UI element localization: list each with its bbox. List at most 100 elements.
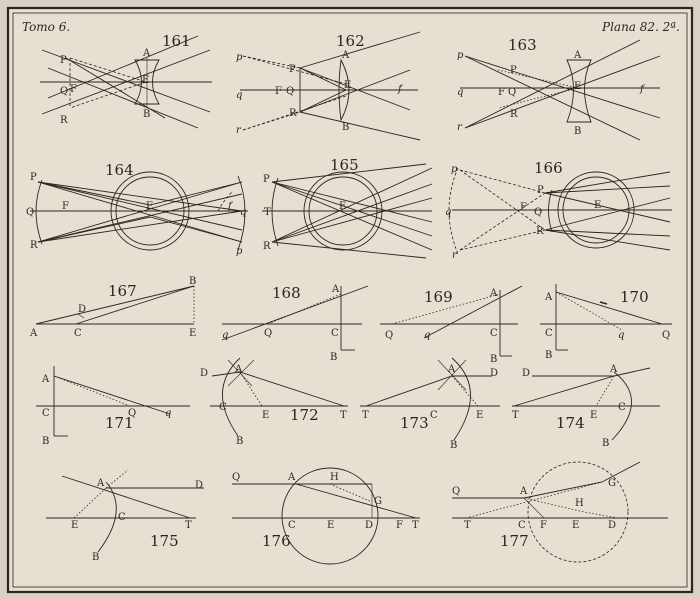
label-T: T bbox=[340, 410, 347, 421]
label-E: E bbox=[146, 201, 153, 212]
label-H: H bbox=[330, 472, 339, 483]
label-D: D bbox=[200, 368, 208, 379]
label-p: p bbox=[457, 50, 464, 61]
label-T: T bbox=[512, 410, 519, 421]
label-P: P bbox=[30, 172, 37, 183]
label-A: A bbox=[41, 374, 50, 385]
label-B: B bbox=[450, 440, 457, 451]
label-E: E bbox=[574, 81, 581, 92]
label-B: B bbox=[189, 276, 196, 287]
label-Q: Q bbox=[232, 472, 240, 483]
label-C: C bbox=[288, 520, 296, 531]
label-P: P bbox=[510, 65, 517, 76]
label-A: A bbox=[234, 364, 243, 375]
label-B: B bbox=[42, 436, 49, 447]
label-B: B bbox=[92, 552, 99, 563]
label-Q: Q bbox=[508, 87, 516, 98]
label-E: E bbox=[594, 200, 601, 211]
label-q: q bbox=[165, 408, 171, 419]
label-Q: Q bbox=[286, 86, 294, 97]
figure-164: 164 P Q R F E f q p bbox=[26, 161, 248, 257]
label-A: A bbox=[287, 472, 296, 483]
figure-162: 162 A B E P Q F R p q r f bbox=[236, 31, 421, 141]
label-R: R bbox=[30, 240, 38, 251]
label-q: q bbox=[236, 90, 242, 101]
label-P: P bbox=[60, 55, 67, 66]
label-G: G bbox=[374, 496, 382, 507]
label-q: q bbox=[457, 87, 463, 98]
label-B: B bbox=[236, 436, 243, 447]
label-R: R bbox=[536, 226, 544, 237]
label-C: C bbox=[74, 328, 82, 339]
label-P: P bbox=[289, 64, 296, 75]
label-C: C bbox=[331, 328, 339, 339]
label-r: r bbox=[236, 125, 242, 136]
figure-number: 168 bbox=[272, 284, 301, 302]
label-Q: Q bbox=[60, 86, 68, 97]
figure-number: 162 bbox=[336, 32, 365, 50]
label-H: H bbox=[575, 498, 584, 509]
label-A: A bbox=[447, 364, 456, 375]
label-F: F bbox=[62, 201, 69, 212]
label-C: C bbox=[518, 520, 526, 531]
label-F: F bbox=[498, 87, 505, 98]
label-q: q bbox=[240, 207, 246, 218]
label-E: E bbox=[142, 75, 149, 86]
label-Q: Q bbox=[264, 328, 272, 339]
figure-166: 166 p q r P Q R F E bbox=[445, 159, 672, 261]
label-q: q bbox=[618, 330, 624, 341]
figure-number: 170 bbox=[620, 288, 649, 306]
figure-number: 165 bbox=[330, 156, 359, 174]
figure-171: 171 A B C Q q bbox=[36, 366, 190, 447]
label-F: F bbox=[275, 86, 282, 97]
figure-number: 166 bbox=[534, 159, 563, 177]
label-f: f bbox=[397, 84, 404, 95]
label-E: E bbox=[344, 80, 351, 91]
label-C: C bbox=[545, 328, 553, 339]
label-F: F bbox=[70, 84, 77, 95]
plate-heading: Plana 82. 2ª. bbox=[601, 20, 680, 34]
label-q: q bbox=[424, 330, 430, 341]
label-D: D bbox=[522, 368, 530, 379]
figure-number: 172 bbox=[290, 406, 319, 424]
figure-number: 171 bbox=[105, 414, 134, 432]
label-C: C bbox=[618, 402, 626, 413]
label-E: E bbox=[71, 520, 78, 531]
figure-number: 177 bbox=[500, 532, 529, 550]
label-E: E bbox=[189, 328, 196, 339]
label-A: A bbox=[29, 328, 38, 339]
label-A: A bbox=[519, 486, 528, 497]
label-Q: Q bbox=[26, 207, 34, 218]
label-A: A bbox=[544, 292, 553, 303]
figure-163: 163 A B E P Q F R p q r f bbox=[457, 36, 661, 141]
figure-169: 169 A B C Q q bbox=[380, 285, 523, 365]
inner-border bbox=[12, 12, 688, 588]
label-T: T bbox=[412, 520, 419, 531]
label-R: R bbox=[510, 109, 518, 120]
figure-175: 175 A D E C T B bbox=[46, 469, 204, 563]
label-B: B bbox=[330, 352, 337, 363]
figure-168: 168 A B C Q q bbox=[221, 284, 369, 363]
label-f: f bbox=[227, 201, 234, 212]
label-A: A bbox=[573, 50, 582, 61]
label-R: R bbox=[289, 108, 297, 119]
label-C: C bbox=[490, 328, 498, 339]
label-T: T bbox=[362, 410, 369, 421]
label-q: q bbox=[445, 207, 451, 218]
label-B: B bbox=[574, 126, 581, 137]
label-r: r bbox=[457, 122, 463, 133]
figure-number: 161 bbox=[162, 32, 191, 50]
label-q: q bbox=[222, 330, 228, 341]
label-D: D bbox=[195, 480, 203, 491]
figure-number: 174 bbox=[556, 414, 585, 432]
label-P: P bbox=[263, 174, 270, 185]
label-F: F bbox=[396, 520, 403, 531]
label-R: R bbox=[263, 241, 271, 252]
label-B: B bbox=[490, 354, 497, 365]
label-P: P bbox=[537, 185, 544, 196]
label-D: D bbox=[78, 304, 86, 315]
label-B: B bbox=[602, 438, 609, 449]
label-T: T bbox=[464, 520, 471, 531]
figure-number: 175 bbox=[150, 532, 179, 550]
